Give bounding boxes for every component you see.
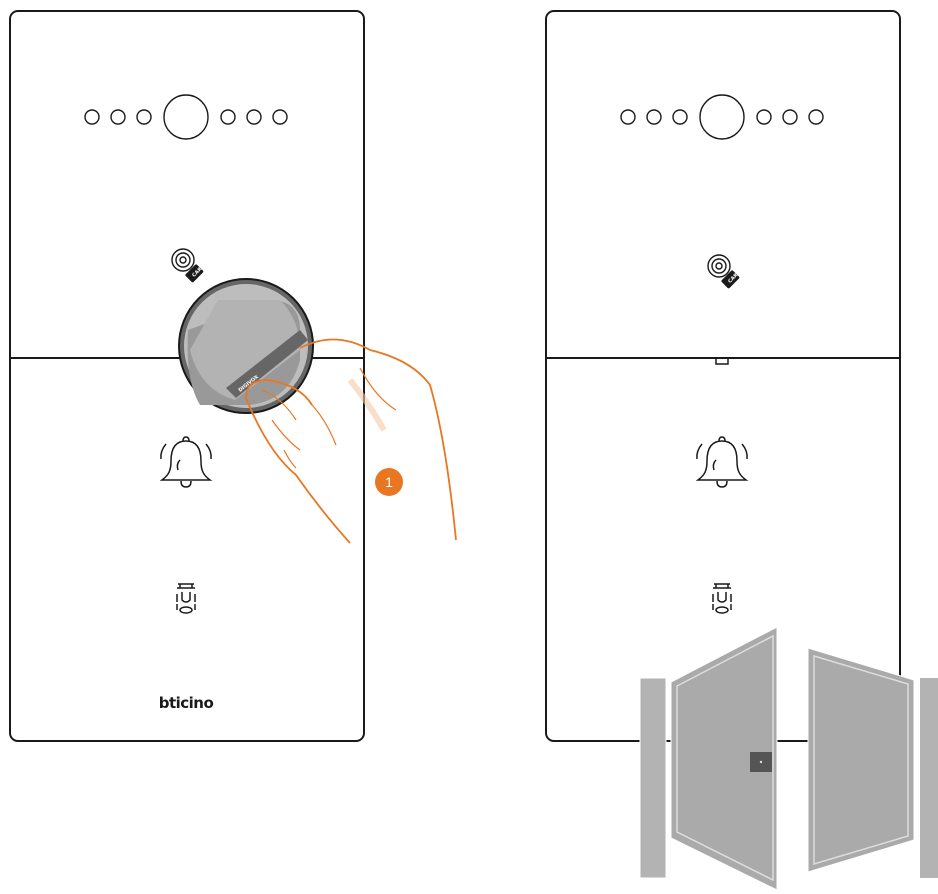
step-number: 1 (385, 474, 393, 490)
camera-lens-icon (84, 94, 288, 140)
step-marker: 1 (375, 468, 403, 496)
camera-lens-icon (620, 94, 824, 140)
rfid-badge: DIGIVOX (178, 278, 314, 414)
gate-icon (639, 626, 938, 891)
hand-illustration (245, 338, 457, 544)
brand-logo: bticino (159, 694, 214, 712)
right-intercom-panel (545, 10, 901, 742)
